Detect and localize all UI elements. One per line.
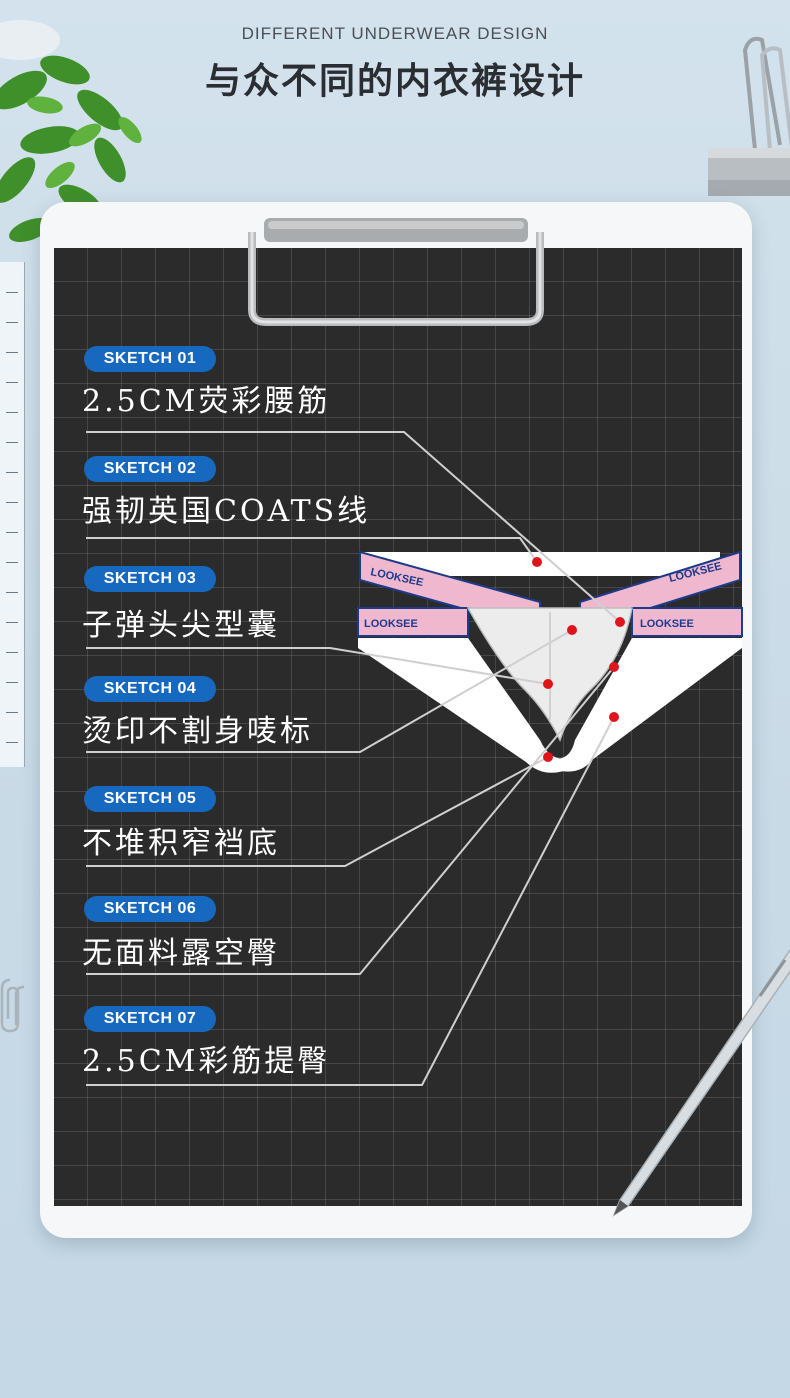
sketch-label-06: 无面料露空臀 (82, 936, 280, 971)
brand-text-lower-right: LOOKSEE (640, 618, 694, 630)
page-subtitle: DIFFERENT UNDERWEAR DESIGN (241, 24, 549, 43)
sketch-label-03: 子弹头尖型囊 (82, 608, 280, 643)
sketch-label-01: 2.5CM荧彩腰筋 (82, 384, 331, 419)
page-title: 与众不同的内衣裤设计 (204, 61, 585, 102)
binder-clip-icon (708, 36, 790, 196)
sketch-tag-05: SKETCH 05 (84, 786, 216, 812)
sketch-tag-07: SKETCH 07 (84, 1006, 216, 1032)
sketch-label-02: 强韧英国COATS线 (82, 494, 371, 529)
paperclip-icon (0, 978, 25, 1033)
sketch-tag-03: SKETCH 03 (84, 566, 216, 592)
ruler-icon (0, 262, 25, 767)
clipboard-clip-icon (248, 218, 544, 326)
sketch-tag-04: SKETCH 04 (84, 676, 216, 702)
pen-icon (612, 948, 790, 1217)
underwear-illustration: LOOKSEE LOOKSEE LOOKSEE LOOKSEE (357, 550, 743, 773)
sketch-label-04: 烫印不割身唛标 (82, 714, 313, 749)
plant-icon (0, 20, 142, 243)
sketch-label-07: 2.5CM彩筋提臀 (82, 1044, 331, 1079)
brand-text-lower-left: LOOKSEE (364, 618, 418, 630)
sketch-label-05: 不堆积窄裆底 (82, 826, 280, 861)
sketch-tag-01: SKETCH 01 (84, 346, 216, 372)
sketch-tag-06: SKETCH 06 (84, 896, 216, 922)
sketch-tag-02: SKETCH 02 (84, 456, 216, 482)
